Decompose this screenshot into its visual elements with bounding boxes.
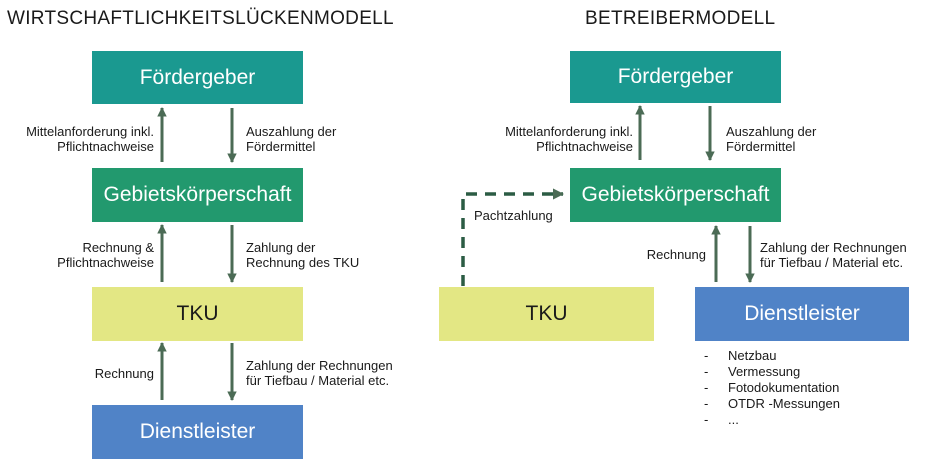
label-line: Zahlung der Rechnungen [760, 240, 907, 255]
list-item: Vermessung [702, 364, 840, 380]
label-line: Pflichtnachweise [57, 255, 154, 270]
left-label-auszahlung: Auszahlung der Fördermittel [246, 124, 336, 154]
dienstleister-task-list: Netzbau Vermessung Fotodokumentation OTD… [702, 348, 840, 428]
label-line: Auszahlung der [246, 124, 337, 139]
right-model-title: BETREIBERMODELL [585, 8, 776, 29]
label-line: Mittelanforderung inkl. [505, 124, 633, 139]
left-model-title: WIRTSCHAFTLICHKEITSLÜCKENMODELL [7, 8, 394, 29]
label-line: Fördermittel [246, 139, 316, 154]
list-item: OTDR -Messungen [702, 396, 840, 412]
right-foerdergeber-box: Fördergeber [570, 51, 781, 103]
label-line: Zahlung der Rechnungen [246, 358, 393, 373]
list-item: Fotodokumentation [702, 380, 840, 396]
left-dienstleister-box: Dienstleister [92, 405, 303, 459]
label-line: Zahlung der [246, 240, 316, 255]
label-line: Fördermittel [726, 139, 796, 154]
left-label-zahlung-tku: Zahlung der Rechnung des TKU [246, 240, 359, 270]
label-line: Rechnung [646, 247, 706, 262]
right-label-auszahlung: Auszahlung der Fördermittel [726, 124, 816, 154]
left-label-zahlung-rechnungen: Zahlung der Rechnungen für Tiefbau / Mat… [246, 358, 393, 388]
left-label-rechnung-pflicht: Rechnung & Pflichtnachweise [57, 240, 154, 270]
label-line: Rechnung & [82, 240, 154, 255]
right-label-zahlung-rechnungen: Zahlung der Rechnungen für Tiefbau / Mat… [760, 240, 907, 270]
arrow-right-pachtzahlung [461, 188, 565, 286]
list-item: ... [702, 412, 840, 428]
label-line: für Tiefbau / Material etc. [246, 373, 390, 388]
right-tku-box: TKU [439, 287, 654, 341]
right-label-mittelanforderung: Mittelanforderung inkl. Pflichtnachweise [505, 124, 633, 154]
label-line: Rechnung des TKU [246, 255, 360, 270]
left-tku-box: TKU [92, 287, 303, 341]
label-line: für Tiefbau / Material etc. [760, 255, 904, 270]
label-line: Rechnung [94, 366, 154, 381]
left-label-rechnung: Rechnung [95, 366, 154, 381]
label-line: Pflichtnachweise [536, 139, 633, 154]
left-gebietskoerperschaft-box: Gebietskörperschaft [92, 168, 303, 222]
label-line: Auszahlung der [726, 124, 817, 139]
list-item: Netzbau [702, 348, 840, 364]
right-dienstleister-box: Dienstleister [695, 287, 909, 341]
right-gebietskoerperschaft-box: Gebietskörperschaft [570, 168, 781, 222]
label-line: Pachtzahlung [474, 208, 553, 223]
left-label-mittelanforderung: Mittelanforderung inkl. Pflichtnachweise [26, 124, 154, 154]
right-label-rechnung: Rechnung [647, 247, 706, 262]
right-label-pachtzahlung: Pachtzahlung [474, 208, 553, 223]
label-line: Mittelanforderung inkl. [26, 124, 154, 139]
label-line: Pflichtnachweise [57, 139, 154, 154]
left-foerdergeber-box: Fördergeber [92, 51, 303, 104]
